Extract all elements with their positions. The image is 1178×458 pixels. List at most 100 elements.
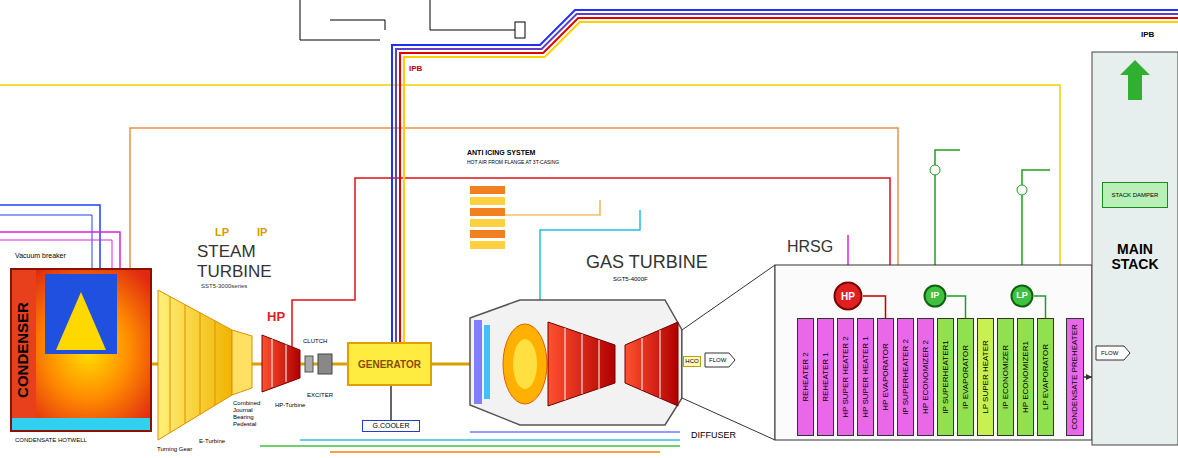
generator-box: GENERATOR (347, 342, 432, 386)
stack-body (1092, 52, 1178, 445)
gt-casing (470, 300, 682, 425)
hco-box: HCO (683, 356, 701, 367)
hrsg-module: HP ECONOMIZER1 (1017, 318, 1034, 436)
gt-inlet (474, 320, 482, 404)
drum-circle: HP (833, 281, 863, 311)
node-text: HP EVAPORATOR (881, 343, 890, 410)
part-label: HP (266, 310, 286, 325)
part-label: Combined Journal Bearing Pedestal (232, 400, 272, 428)
compressor-blades (565, 328, 599, 400)
ip-turbine (232, 330, 252, 395)
node-text: CONDENSER (15, 302, 32, 398)
pipe (0, 240, 112, 268)
pipe (330, 20, 385, 30)
node-text: LP EVAPORATOR (1041, 344, 1050, 410)
part-label: FLOW (708, 357, 727, 364)
valve-symbol (1017, 185, 1027, 195)
hrsg-module: REHEATER 1 (817, 318, 834, 436)
part-label: IP (256, 226, 268, 239)
exhaust-arrow (1120, 60, 1150, 100)
node-text: MAIN STACK (1103, 242, 1167, 273)
hrsg-module: HP SUPER HEATER 2 (837, 318, 854, 436)
flow-arrow (1096, 346, 1130, 360)
heater-coil (470, 208, 505, 216)
pipe (0, 205, 100, 268)
combustor-flame (513, 339, 537, 389)
condenser-box: CONDENSER (10, 268, 152, 432)
node-text: LP (1016, 291, 1028, 301)
lp-turbine (158, 290, 232, 440)
part-label: SGT5-4000F (612, 276, 649, 283)
pipe (505, 200, 600, 215)
gt-inlet (484, 325, 490, 399)
pipe (330, 451, 660, 453)
heater-coil (470, 241, 505, 249)
node-text: HP SUPER HEATER 1 (861, 336, 870, 418)
hrsg-module: IP SUPERHEATER1 (937, 318, 954, 436)
hp-turbine (262, 335, 300, 392)
pipe (260, 445, 680, 447)
node-text: HCO (685, 358, 698, 365)
hrsg-module: REHEATER 2 (797, 318, 814, 436)
hrsg-module: HP ECONOMIZER 2 (917, 318, 934, 436)
flow-arrow (705, 353, 735, 367)
exciter-symbol (318, 354, 332, 374)
node-text: HP ECONOMIZER1 (1021, 341, 1030, 413)
compressor (548, 322, 615, 406)
pipe (0, 232, 120, 268)
part-label: DIFFUSER (690, 430, 737, 440)
drum-shape (835, 283, 862, 310)
hrsg-module: HP SUPER HEATER 1 (857, 318, 874, 436)
hrsg-module: LP SUPER HEATER (977, 318, 994, 436)
part-label: IPB (1140, 30, 1155, 39)
damper-box: STACK DAMPER (1102, 182, 1168, 208)
node-text: REHEATER 2 (801, 352, 810, 402)
cooler-box: G.COOLER (362, 420, 420, 432)
pipe (300, 439, 680, 441)
node-text: LP SUPER HEATER (981, 340, 990, 414)
drum-circle: LP (1010, 284, 1034, 308)
hotwell-band (10, 418, 152, 432)
part-label: CONDENSATE HOTWELL (14, 437, 88, 444)
pipe (430, 0, 520, 30)
part-label: E-Turbine (198, 438, 226, 445)
turbine-blades (642, 330, 660, 398)
part-label: IPB (408, 64, 423, 73)
node-text: IP SUPERHEATER 2 (901, 339, 910, 415)
connector (947, 296, 966, 318)
part-label: HOT AIR FROM FLANGE AT 3T-CASING (466, 160, 560, 166)
node-text: CONDENSATE PREHEATER (1071, 324, 1080, 430)
part-label: GAS TURBINE (585, 252, 709, 273)
pipe (470, 431, 680, 432)
part-label: HRSG (786, 238, 834, 256)
part-label: LP (214, 226, 230, 239)
valve-symbol (515, 22, 525, 38)
heater-coil (470, 219, 505, 227)
connector (1034, 296, 1046, 318)
connector (390, 386, 392, 420)
gt-turbine (625, 322, 678, 406)
node-text: GENERATOR (358, 359, 421, 370)
hrsg-module: LP EVAPORATOR (1037, 318, 1054, 436)
clutch-symbol (305, 356, 313, 372)
node-text: REHEATER 1 (821, 352, 830, 402)
hrsg-module: IP EVAPORATOR (957, 318, 974, 436)
part-label: HP-Turbine (274, 402, 306, 409)
condenser-tubes (45, 274, 117, 354)
part-label: STEAM TURBINE (196, 242, 282, 281)
stack-box: MAIN STACK STACK DAMPER (1092, 52, 1178, 445)
drum-circle: IP (923, 284, 947, 308)
heater-coil (470, 186, 505, 194)
node-text: STACK DAMPER (1112, 192, 1159, 199)
turbine-blades (170, 297, 215, 433)
combustor (503, 324, 547, 404)
drum-shape (1012, 286, 1033, 307)
heater-coil (470, 230, 505, 238)
hrsg-module: HP EVAPORATOR (877, 318, 894, 436)
pipe (0, 85, 1060, 265)
node-text: IP ECONOMIZER (1001, 345, 1010, 409)
node-text: HP (841, 291, 855, 302)
valve-symbol (930, 165, 940, 175)
part-label: ANTI ICING SYSTEM (466, 149, 536, 157)
